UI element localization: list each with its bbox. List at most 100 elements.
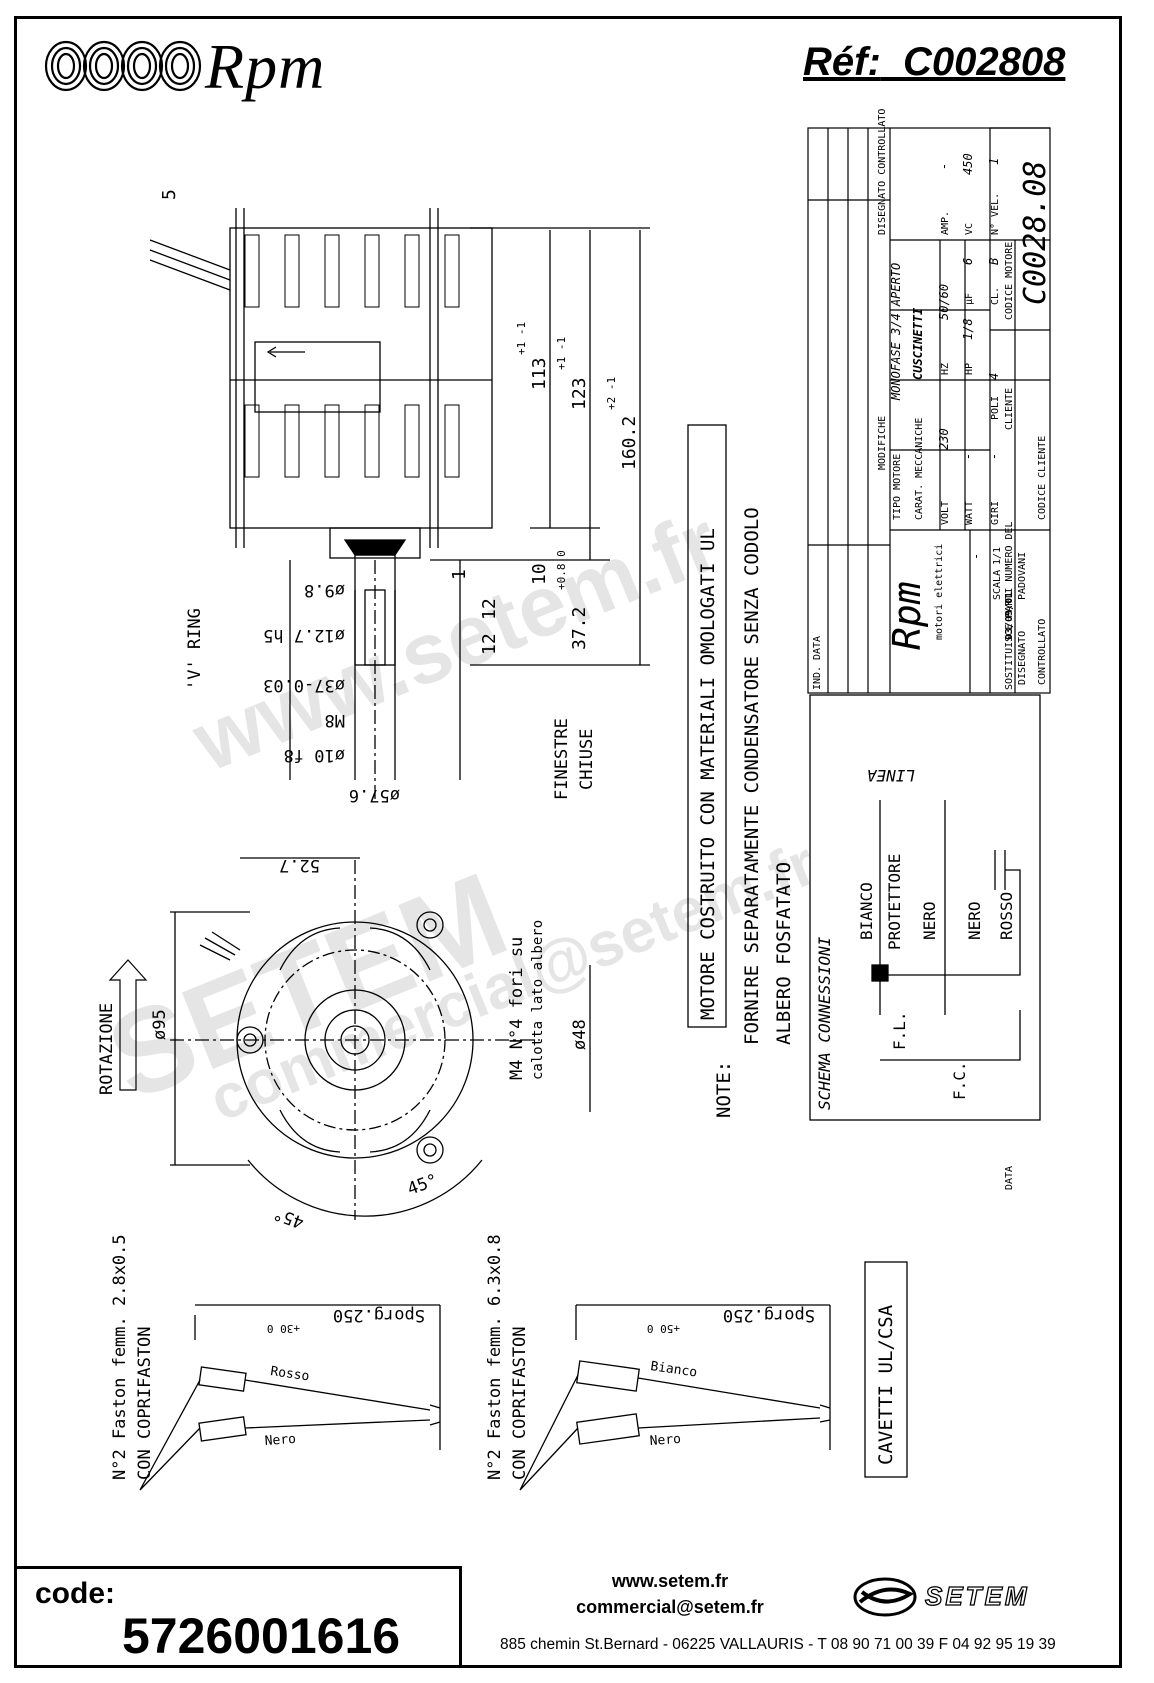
leads-right-label-1: N°2 Faston femm. 6.3x0.8 <box>485 1234 505 1480</box>
footer-address: 885 chemin St.Bernard - 06225 VALLAURIS … <box>500 1636 1056 1653</box>
leads-right-wire-2: Nero <box>649 1432 681 1449</box>
title-block-grid <box>807 127 1051 694</box>
finestre-label-2: CHIUSE <box>577 729 597 790</box>
dim-45b: 45° <box>271 1203 307 1232</box>
dim-48: ø48 <box>570 1019 590 1050</box>
leads-left-label-1: N°2 Faston femm. 2.8x0.5 <box>110 1234 130 1480</box>
fc-label: F.C. <box>950 1061 969 1100</box>
tb-uf: 6 <box>961 258 975 265</box>
dim-shaft-9-8: ø9.8 <box>304 580 345 600</box>
dim-52-7: 52.7 <box>279 855 320 875</box>
footer-website[interactable]: www.setem.fr <box>611 1571 729 1591</box>
notes-label: NOTE: <box>713 1061 735 1118</box>
tb-giri-label: GIRI <box>990 501 1001 525</box>
note-2: FORNIRE SEPARATAMENTE CONDENSATORE SENZA… <box>741 507 763 1045</box>
tb-cliente-label: CLIENTE <box>1004 388 1015 430</box>
wire-bianco: BIANCO <box>857 882 876 940</box>
tb-ind-label: IND. <box>812 666 823 690</box>
dim-37-2: 37.2 <box>569 607 590 650</box>
schema-title: SCHEMA CONNESSIONI <box>815 936 834 1110</box>
leads-right-tol: +50 0 <box>647 1322 680 1335</box>
tb-carat: CUSCINETTI <box>911 307 925 380</box>
note-3: ALBERO FOSFATATO <box>773 862 795 1045</box>
dim-123: 123 <box>569 377 590 410</box>
tb-carat-label: CARAT. MECCANICHE <box>914 418 925 520</box>
leads-right-wire-1: Bianco <box>649 1359 698 1380</box>
dim-113: 113 <box>529 357 550 390</box>
leads-left-wire-1: Rosso <box>269 1364 310 1384</box>
dim-shaft-12-7: ø12.7 h5 <box>263 625 345 645</box>
tb-amp: - <box>937 163 951 170</box>
tb-controllato-label: CONTROLLATO <box>1037 619 1048 685</box>
dim-shaft-37: ø37-0.03 <box>263 675 345 695</box>
tol-10: +0.8 0 <box>555 550 568 590</box>
tb-volt-label: VOLT <box>940 501 951 525</box>
footer-contact: www.setem.fr commercial@setem.fr <box>560 1568 780 1620</box>
dim-5: 5 <box>159 189 180 200</box>
tb-vc: 450 <box>961 153 975 175</box>
finestre-label-1: FINESTRE <box>552 718 572 800</box>
tb-watt: - <box>961 453 975 460</box>
tb-hz-label: HZ <box>940 363 951 375</box>
leads-right-label-2: CON COPRIFASTON <box>510 1326 530 1480</box>
tb-hz: 50/60 <box>937 284 951 320</box>
setem-logo-text: SETEM <box>925 1581 1030 1611</box>
holes-label-1: M4 N°4 fori su <box>507 937 527 1080</box>
leads-right-dim: Sporg.250 <box>723 1305 815 1325</box>
tb-sostituisce: SOSTITUISCE PARTI NUMERO DEL <box>1004 521 1015 690</box>
tb-disegnato-controllato: DISEGNATO CONTROLLATO <box>877 109 888 235</box>
leads-left-dim: Sporg.250 <box>333 1305 425 1325</box>
tb-data2-label: DATA <box>812 636 823 660</box>
setem-logo: SETEM <box>853 1577 1030 1617</box>
leads-left-label-2: CON COPRIFASTON <box>135 1326 155 1480</box>
tb-giri: - <box>987 453 1001 460</box>
dim-45a: 45° <box>405 1170 441 1199</box>
footer-email[interactable]: commercial@setem.fr <box>576 1597 764 1617</box>
page-frame <box>14 16 1122 1668</box>
wire-rosso: ROSSO <box>997 892 1016 940</box>
tb-sostituisce-val: - <box>969 553 983 560</box>
tb-nvel: 1 <box>987 158 1001 165</box>
cavetti-label: CAVETTI UL/CSA <box>875 1304 897 1465</box>
tol-113: +1 -1 <box>515 322 528 355</box>
tb-codice-cliente-label: CODICE CLIENTE <box>1037 436 1048 520</box>
leads-left-tol: +30 0 <box>267 1322 300 1335</box>
holes-label-2: calotta lato albero <box>530 920 546 1080</box>
tb-hp: 1/8 <box>961 318 975 340</box>
tb-scala: 1/1 <box>992 547 1003 565</box>
wire-nero-2: NERO <box>965 901 984 940</box>
rotazione-label: ROTAZIONE <box>97 1003 117 1095</box>
tb-codice-motore-label: CODICE MOTORE <box>1004 242 1015 320</box>
dim-12a: 12 <box>479 598 500 620</box>
rpm-coil-logo <box>44 40 202 92</box>
tb-nvel-label: N° VEL. <box>990 193 1001 235</box>
motor-body-side <box>229 227 493 529</box>
leads-left-wire-2: Nero <box>264 1432 296 1449</box>
tb-data-label: DATA <box>1004 1166 1015 1190</box>
note-1: MOTORE COSTRUITO CON MATERIALI OMOLOGATI… <box>697 528 719 1020</box>
reference: Réf: C002808 <box>803 40 1065 85</box>
code-value: 5726001616 <box>122 1608 401 1664</box>
fl-label: F.L. <box>890 1011 909 1050</box>
tb-disegnato-label: DISEGNATO <box>1017 631 1028 685</box>
code-box: code: 5726001616 <box>17 1566 462 1668</box>
tb-volt: 230 <box>937 428 951 450</box>
tb-cl-label: CL. <box>990 287 1001 305</box>
tb-codice-motore: C0028.08 <box>1018 161 1053 306</box>
tol-123: +1 -1 <box>555 337 568 370</box>
v-ring-label: 'V' RING <box>185 608 205 690</box>
dim-160: 160.2 <box>619 416 640 470</box>
linea-label: LINEA <box>867 766 915 785</box>
ref-label: Réf: <box>803 40 881 84</box>
wire-nero-1: NERO <box>920 901 939 940</box>
dim-10: 10 <box>529 563 550 585</box>
ref-value: C002808 <box>903 40 1066 84</box>
wire-protettore: PROTETTORE <box>885 854 904 950</box>
tb-poli-label: POLI <box>990 396 1001 420</box>
dim-shaft-57-6: ø57.6 <box>349 785 400 805</box>
tb-brand: Rpm <box>885 581 929 650</box>
tb-scala-label: SCALA <box>992 570 1003 600</box>
tb-tipo-motore-label: TIPO MOTORE <box>892 454 903 520</box>
tb-watt-label: WATT <box>964 501 975 525</box>
